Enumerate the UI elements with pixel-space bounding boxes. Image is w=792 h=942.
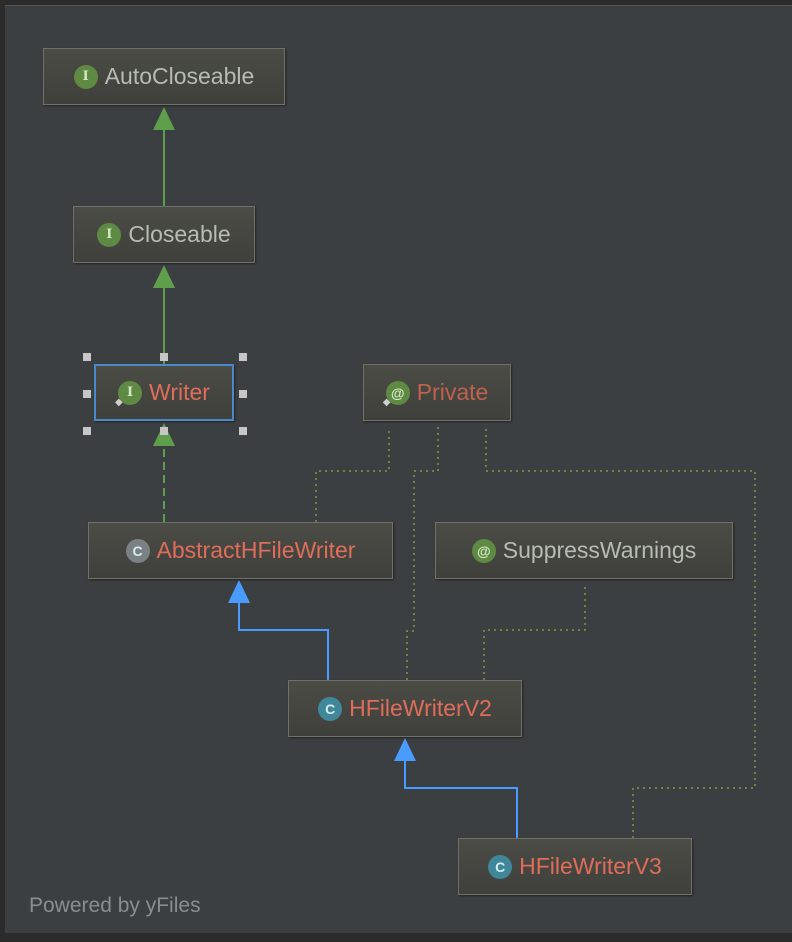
resize-handle-n[interactable]: [160, 353, 168, 361]
node-label: Closeable: [128, 221, 231, 247]
interface-icon: I: [97, 222, 122, 247]
resize-handle-se[interactable]: [239, 427, 247, 435]
interface-icon: I: [73, 64, 98, 89]
package-private-icon: ◆: [115, 396, 123, 408]
edge-v2-suppresswarnings: [483, 584, 586, 680]
annotation-icon: @: [471, 538, 496, 563]
package-private-icon: ◆: [382, 396, 391, 408]
edge-writer-closeable: [153, 265, 175, 364]
abstract-class-icon: C: [125, 538, 150, 563]
diagram-canvas: I AutoCloseable I Closeable I ◆ Writer @…: [5, 5, 792, 933]
node-label: HFileWriterV3: [519, 853, 662, 879]
node-closeable[interactable]: I Closeable: [73, 206, 255, 263]
resize-handle-sw[interactable]: [83, 427, 91, 435]
resize-handle-w[interactable]: [83, 390, 91, 398]
node-label: SuppressWarnings: [502, 537, 697, 563]
edge-v3-private: [485, 427, 756, 838]
interface-icon: I ◆: [115, 380, 143, 408]
node-hfilewriterv3[interactable]: C HFileWriterV3: [458, 838, 692, 895]
node-label: Private: [416, 379, 489, 405]
node-hfilewriterv2[interactable]: C HFileWriterV2: [288, 680, 522, 737]
edge-abstract-writer: [153, 423, 175, 522]
edge-v3-v2: [394, 738, 518, 838]
powered-by-label: Powered by yFiles: [29, 894, 201, 917]
resize-handle-ne[interactable]: [239, 353, 247, 361]
annotation-icon: @ ◆: [382, 380, 410, 408]
node-label: AbstractHFileWriter: [156, 537, 356, 563]
node-private[interactable]: @ ◆ Private: [363, 364, 511, 421]
node-label: Writer: [149, 379, 210, 405]
edge-v2-abstract: [228, 580, 329, 680]
badge-letter: I: [127, 385, 134, 400]
node-abstracthfilewriter[interactable]: C AbstractHFileWriter: [88, 522, 393, 579]
edges-layer: [153, 107, 756, 838]
class-icon: C: [318, 696, 343, 721]
edge-closeable-autocloseable: [153, 107, 175, 207]
edge-v2-private: [406, 427, 439, 680]
node-autocloseable[interactable]: I AutoCloseable: [43, 48, 285, 105]
node-writer[interactable]: I ◆ Writer: [94, 364, 234, 421]
resize-handle-nw[interactable]: [83, 353, 91, 361]
node-label: AutoCloseable: [104, 63, 255, 89]
resize-handle-s[interactable]: [160, 427, 168, 435]
node-suppresswarnings[interactable]: @ SuppressWarnings: [435, 522, 733, 579]
node-label: HFileWriterV2: [349, 695, 492, 721]
edge-abstract-private: [315, 427, 390, 522]
class-icon: C: [488, 854, 513, 879]
badge-letter: @: [390, 384, 405, 401]
resize-handle-e[interactable]: [239, 390, 247, 398]
